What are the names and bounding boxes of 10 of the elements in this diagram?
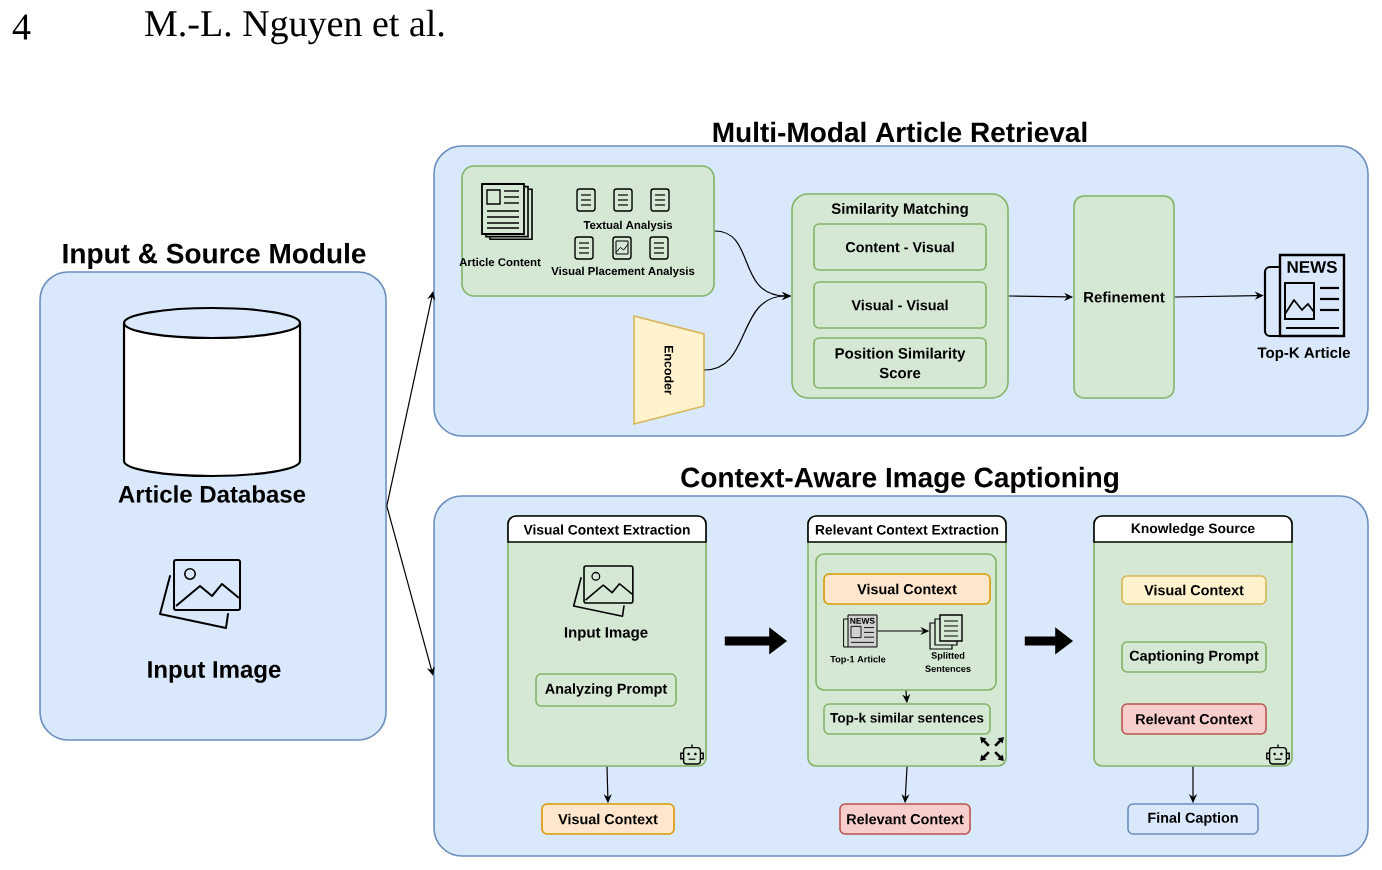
node-label: Article Database xyxy=(118,485,306,503)
analysis-panel xyxy=(459,165,715,297)
inner-panel xyxy=(815,553,997,691)
page-number: 4 xyxy=(12,14,31,40)
running-header: M.-L. Nguyen et al. xyxy=(145,9,444,45)
icon-caption: Input Image xyxy=(148,661,281,683)
node-label: Input & Source Module xyxy=(63,242,366,270)
arrow xyxy=(386,505,435,676)
node-label: Context-Aware Image Captioning xyxy=(681,466,1118,494)
node-label: Multi-Modal Article Retrieval xyxy=(713,121,1087,143)
